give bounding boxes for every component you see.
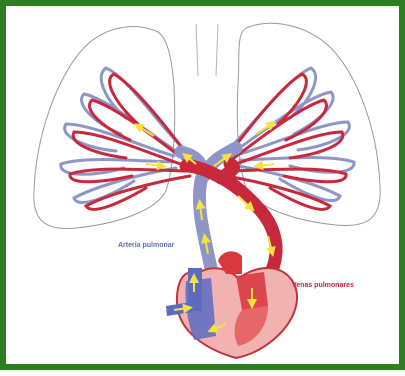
label-venas-pulmonares: Venas pulmonares xyxy=(292,282,354,289)
flow-arrow-icon xyxy=(146,164,162,166)
flow-arrow-icon xyxy=(138,126,154,136)
pulmonary-circulation-diagram xyxy=(6,6,405,376)
label-arteria-pulmonar: Arteria pulmonar xyxy=(118,242,174,249)
trachea-outline xyxy=(196,24,218,76)
flow-arrow-icon xyxy=(258,164,274,166)
